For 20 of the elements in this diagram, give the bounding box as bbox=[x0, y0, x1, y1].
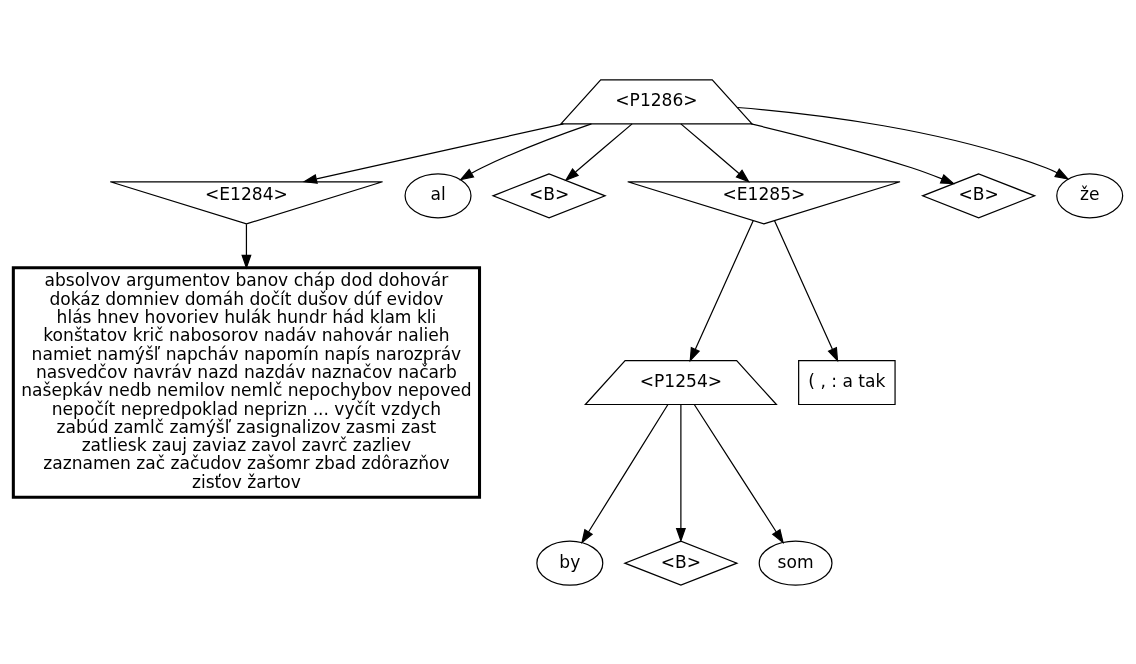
arrow bbox=[302, 122, 565, 184]
node-box: ( , : a tak bbox=[798, 359, 896, 405]
node-ellipse: by bbox=[536, 540, 604, 586]
arrow bbox=[689, 219, 754, 362]
arrow bbox=[693, 403, 784, 544]
arrow bbox=[773, 219, 839, 362]
arrow bbox=[241, 223, 252, 269]
arrow bbox=[736, 106, 1070, 180]
arrow bbox=[564, 122, 633, 181]
arrow bbox=[750, 122, 956, 184]
node-diamond: <B> bbox=[623, 540, 739, 586]
arrow bbox=[459, 122, 593, 180]
node-box: absolvov argumentov banov cháp dod dohovár dokáz domniev domáh dočít dušov dúf evidov hlás hnev hovoriev hulák hundr hád klam kli konštatov krič nabosorov nadáv nahovár nalieh namiet namýšľ napcháv napomín napís narozpráv nasvedčov navráv nazd nazdáv naznačov načarb našepkáv nedb nemilov nemlč nepochybov nepoved nepočít nepredpoklad neprizn ... vyčít vzdych zabúd zamlč zamýšľ zasignalizov zasmi zast zatliesk zauj zaviaz zavol zavrč zazliev zaznamen zač začudov zašomr zbad zdôrazňov zisťov žartov bbox=[11, 265, 482, 499]
arrow bbox=[675, 403, 686, 543]
node-ellipse: som bbox=[758, 540, 833, 586]
arrow bbox=[581, 403, 669, 544]
arrow bbox=[680, 122, 750, 183]
node-ellipse: al bbox=[404, 172, 472, 218]
node-diamond: <B> bbox=[491, 172, 607, 218]
node-ellipse: že bbox=[1056, 172, 1124, 218]
